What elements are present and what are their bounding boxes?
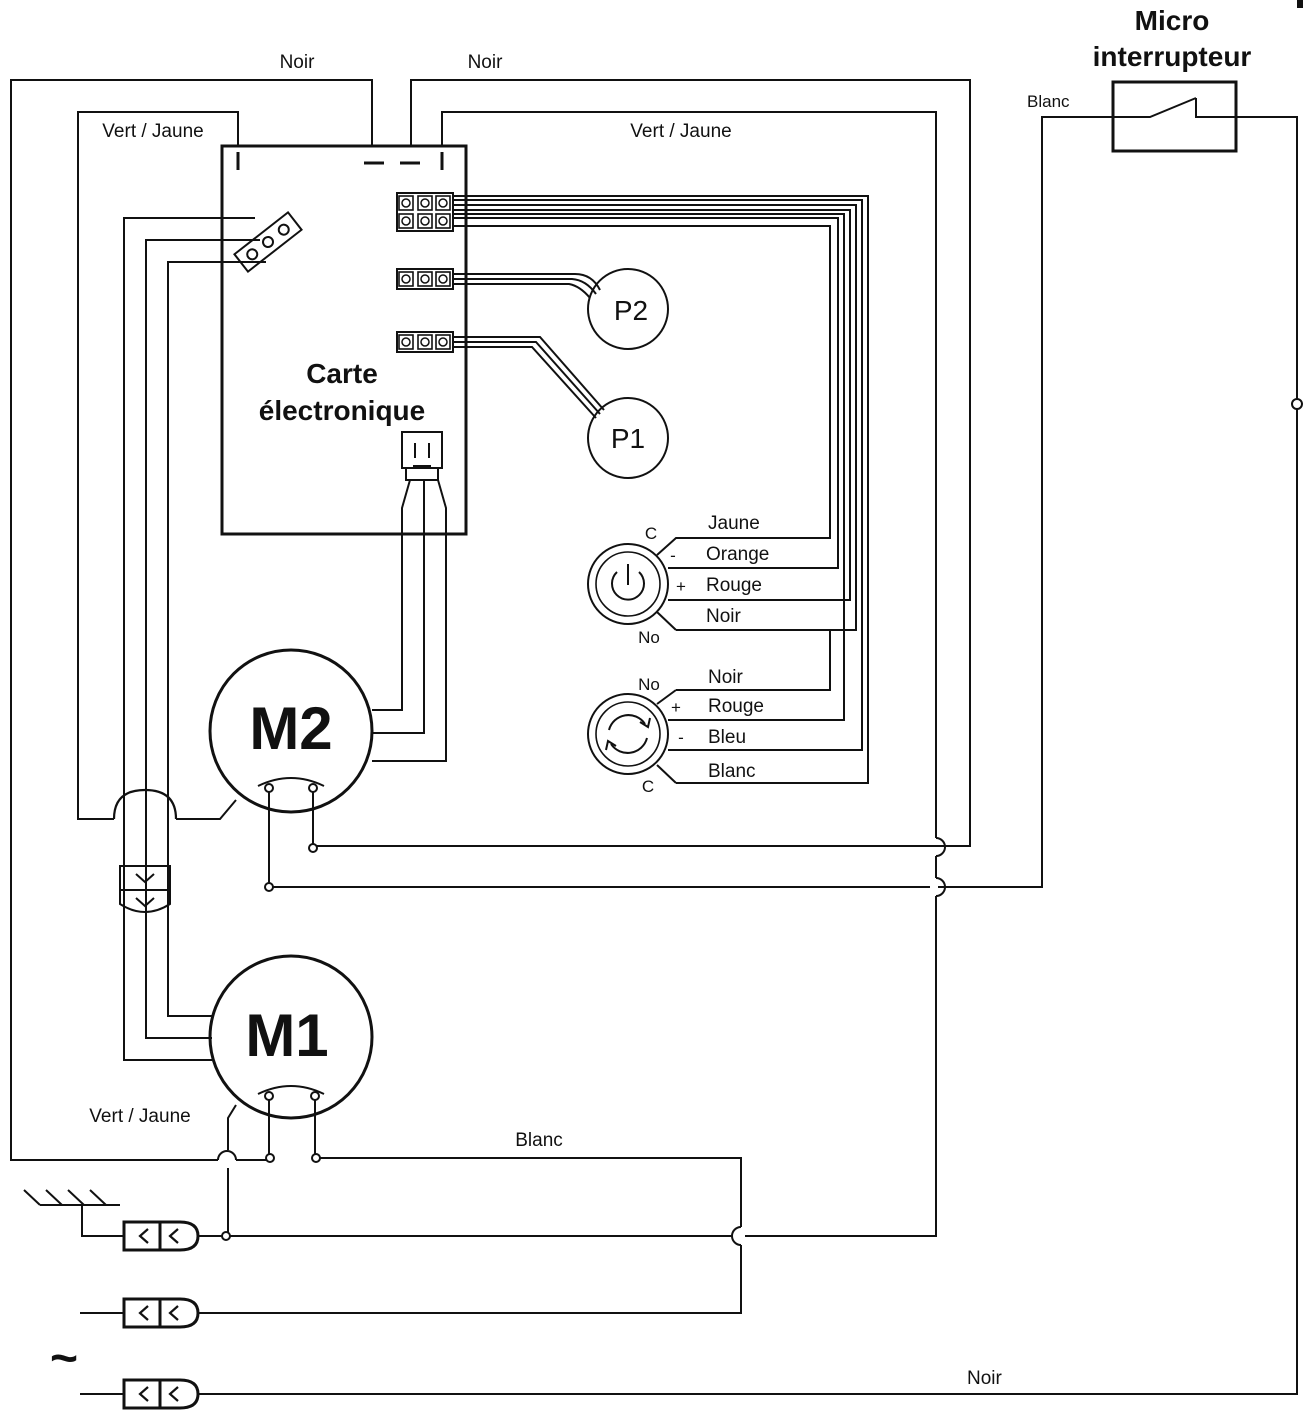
cycle-wire-2: Rouge: [708, 696, 764, 717]
power-sign-minus: -: [670, 546, 676, 565]
motor-m2: M2: [208, 479, 447, 892]
power-wire-3: Rouge: [706, 575, 762, 596]
wire-label-vert-jaune-top-left: Vert / Jaune: [102, 121, 203, 142]
cycle-terminal-c: C: [642, 777, 654, 796]
wire-label-vert-jaune-top-right: Vert / Jaune: [630, 121, 731, 142]
ground-icon: [23, 1189, 124, 1237]
motor-m1-label: M1: [245, 1002, 328, 1069]
power-wire-2: Orange: [706, 544, 769, 565]
power-wire-1: Jaune: [708, 513, 760, 534]
cycle-sign-minus: -: [678, 728, 684, 747]
cycle-button: No + - C Noir Rouge Bleu Blanc: [587, 667, 764, 796]
terminal-phase: [80, 1378, 200, 1410]
wire-label-noir-bottom: Noir: [967, 1368, 1003, 1389]
cycle-wire-4: Blanc: [708, 761, 756, 782]
power-wire-4: Noir: [706, 606, 742, 627]
ac-symbol: ~: [50, 1332, 78, 1385]
pump-p2-label: P2: [614, 295, 648, 326]
wire-label-noir-top-left: Noir: [280, 52, 316, 73]
terminal-neutral: [80, 1297, 200, 1329]
power-terminal-no: No: [638, 628, 660, 647]
cycle-arrows-icon: [605, 714, 651, 754]
pump-p1: P1: [587, 397, 669, 479]
wire-label-blanc-switch: Blanc: [1027, 92, 1070, 111]
micro-switch: Micro interrupteur: [1093, 0, 1303, 153]
power-terminal-c: C: [645, 524, 657, 543]
pump-p2: P2: [587, 268, 669, 350]
power-button: C - + No Jaune Orange Rouge Noir: [587, 513, 830, 647]
micro-switch-label-line2: interrupteur: [1093, 41, 1252, 72]
cycle-wire-3: Bleu: [708, 727, 746, 748]
power-icon: [611, 564, 645, 601]
wire-label-blanc-bottom: Blanc: [515, 1130, 563, 1151]
motor-m1: M1: [208, 954, 374, 1163]
cycle-terminal-no: No: [638, 675, 660, 694]
cycle-sign-plus: +: [671, 698, 681, 717]
inline-connector: [119, 865, 171, 913]
board-label-line2: électronique: [259, 395, 425, 426]
board-label-line1: Carte: [306, 358, 378, 389]
electronic-board: Carte électronique: [220, 144, 468, 536]
power-sign-plus: +: [676, 577, 686, 596]
pump-p1-label: P1: [611, 423, 645, 454]
wire-label-vert-jaune-bottom: Vert / Jaune: [89, 1106, 190, 1127]
terminal-ground: [122, 1220, 200, 1252]
wire-label-noir-top-right: Noir: [468, 52, 504, 73]
micro-switch-label-line1: Micro: [1135, 5, 1210, 36]
motor-m2-label: M2: [249, 695, 332, 762]
cycle-wire-1: Noir: [708, 667, 744, 688]
